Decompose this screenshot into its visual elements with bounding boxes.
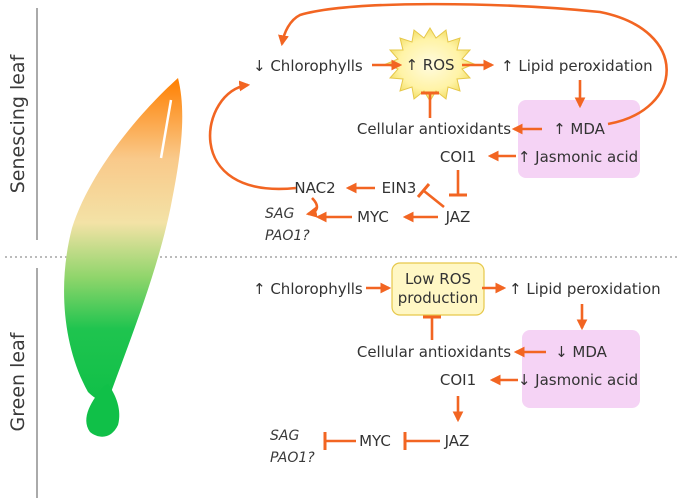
jasmonic-acid-up-label: ↑ Jasmonic acid — [518, 148, 638, 166]
mda-down-label: ↓ MDA — [555, 343, 608, 361]
leaf-vein — [159, 99, 173, 159]
coi1-label: COI1 — [440, 148, 476, 166]
coi1-label-green: COI1 — [440, 371, 476, 389]
jaz-label-green: JAZ — [444, 432, 470, 450]
mda-up-label: ↑ MDA — [553, 120, 606, 138]
jaz-label: JAZ — [445, 208, 471, 226]
leaf-illustration — [64, 78, 183, 437]
sag-label-green: SAG — [270, 428, 299, 444]
sag-label: SAG — [265, 206, 294, 222]
ros-label: ↑ ROS — [405, 56, 454, 74]
chlorophylls-down-label: ↓ Chlorophylls — [253, 57, 363, 75]
arrow-nac2-to-sag — [305, 197, 319, 218]
low-ros-label-line2: production — [398, 289, 479, 307]
low-ros-label-line1: Low ROS — [405, 270, 471, 288]
pao1-label-green: PAO1? — [270, 450, 315, 466]
arrow-nac2-to-chlorophylls — [208, 80, 297, 191]
myc-label-green: MYC — [359, 432, 391, 450]
antioxidants-label-green: Cellular antioxidants — [357, 343, 511, 361]
inhibit-jaz-ein3 — [423, 189, 445, 209]
senescing-side-label: Senescing leaf — [7, 53, 29, 193]
pao1-label: PAO1? — [265, 228, 310, 244]
myc-label: MYC — [357, 208, 389, 226]
mda-ja-box-green — [522, 330, 640, 408]
lipid-peroxidation-up-label: ↑ Lipid peroxidation — [501, 57, 653, 75]
lipid-peroxidation-up-label-green: ↑ Lipid peroxidation — [509, 280, 661, 298]
mda-ja-box — [518, 100, 640, 178]
jasmonic-acid-down-label: ↓ Jasmonic acid — [518, 371, 638, 389]
arrow-mda-loop-to-chlorophylls — [278, 2, 668, 126]
chlorophylls-up-label: ↑ Chlorophylls — [253, 280, 363, 298]
green-side-label: Green leaf — [7, 331, 29, 431]
antioxidants-label: Cellular antioxidants — [357, 120, 511, 138]
ein3-label: EIN3 — [382, 179, 417, 197]
inhibit-jaz-ein3-bar — [416, 183, 431, 198]
nac2-label: NAC2 — [294, 179, 335, 197]
